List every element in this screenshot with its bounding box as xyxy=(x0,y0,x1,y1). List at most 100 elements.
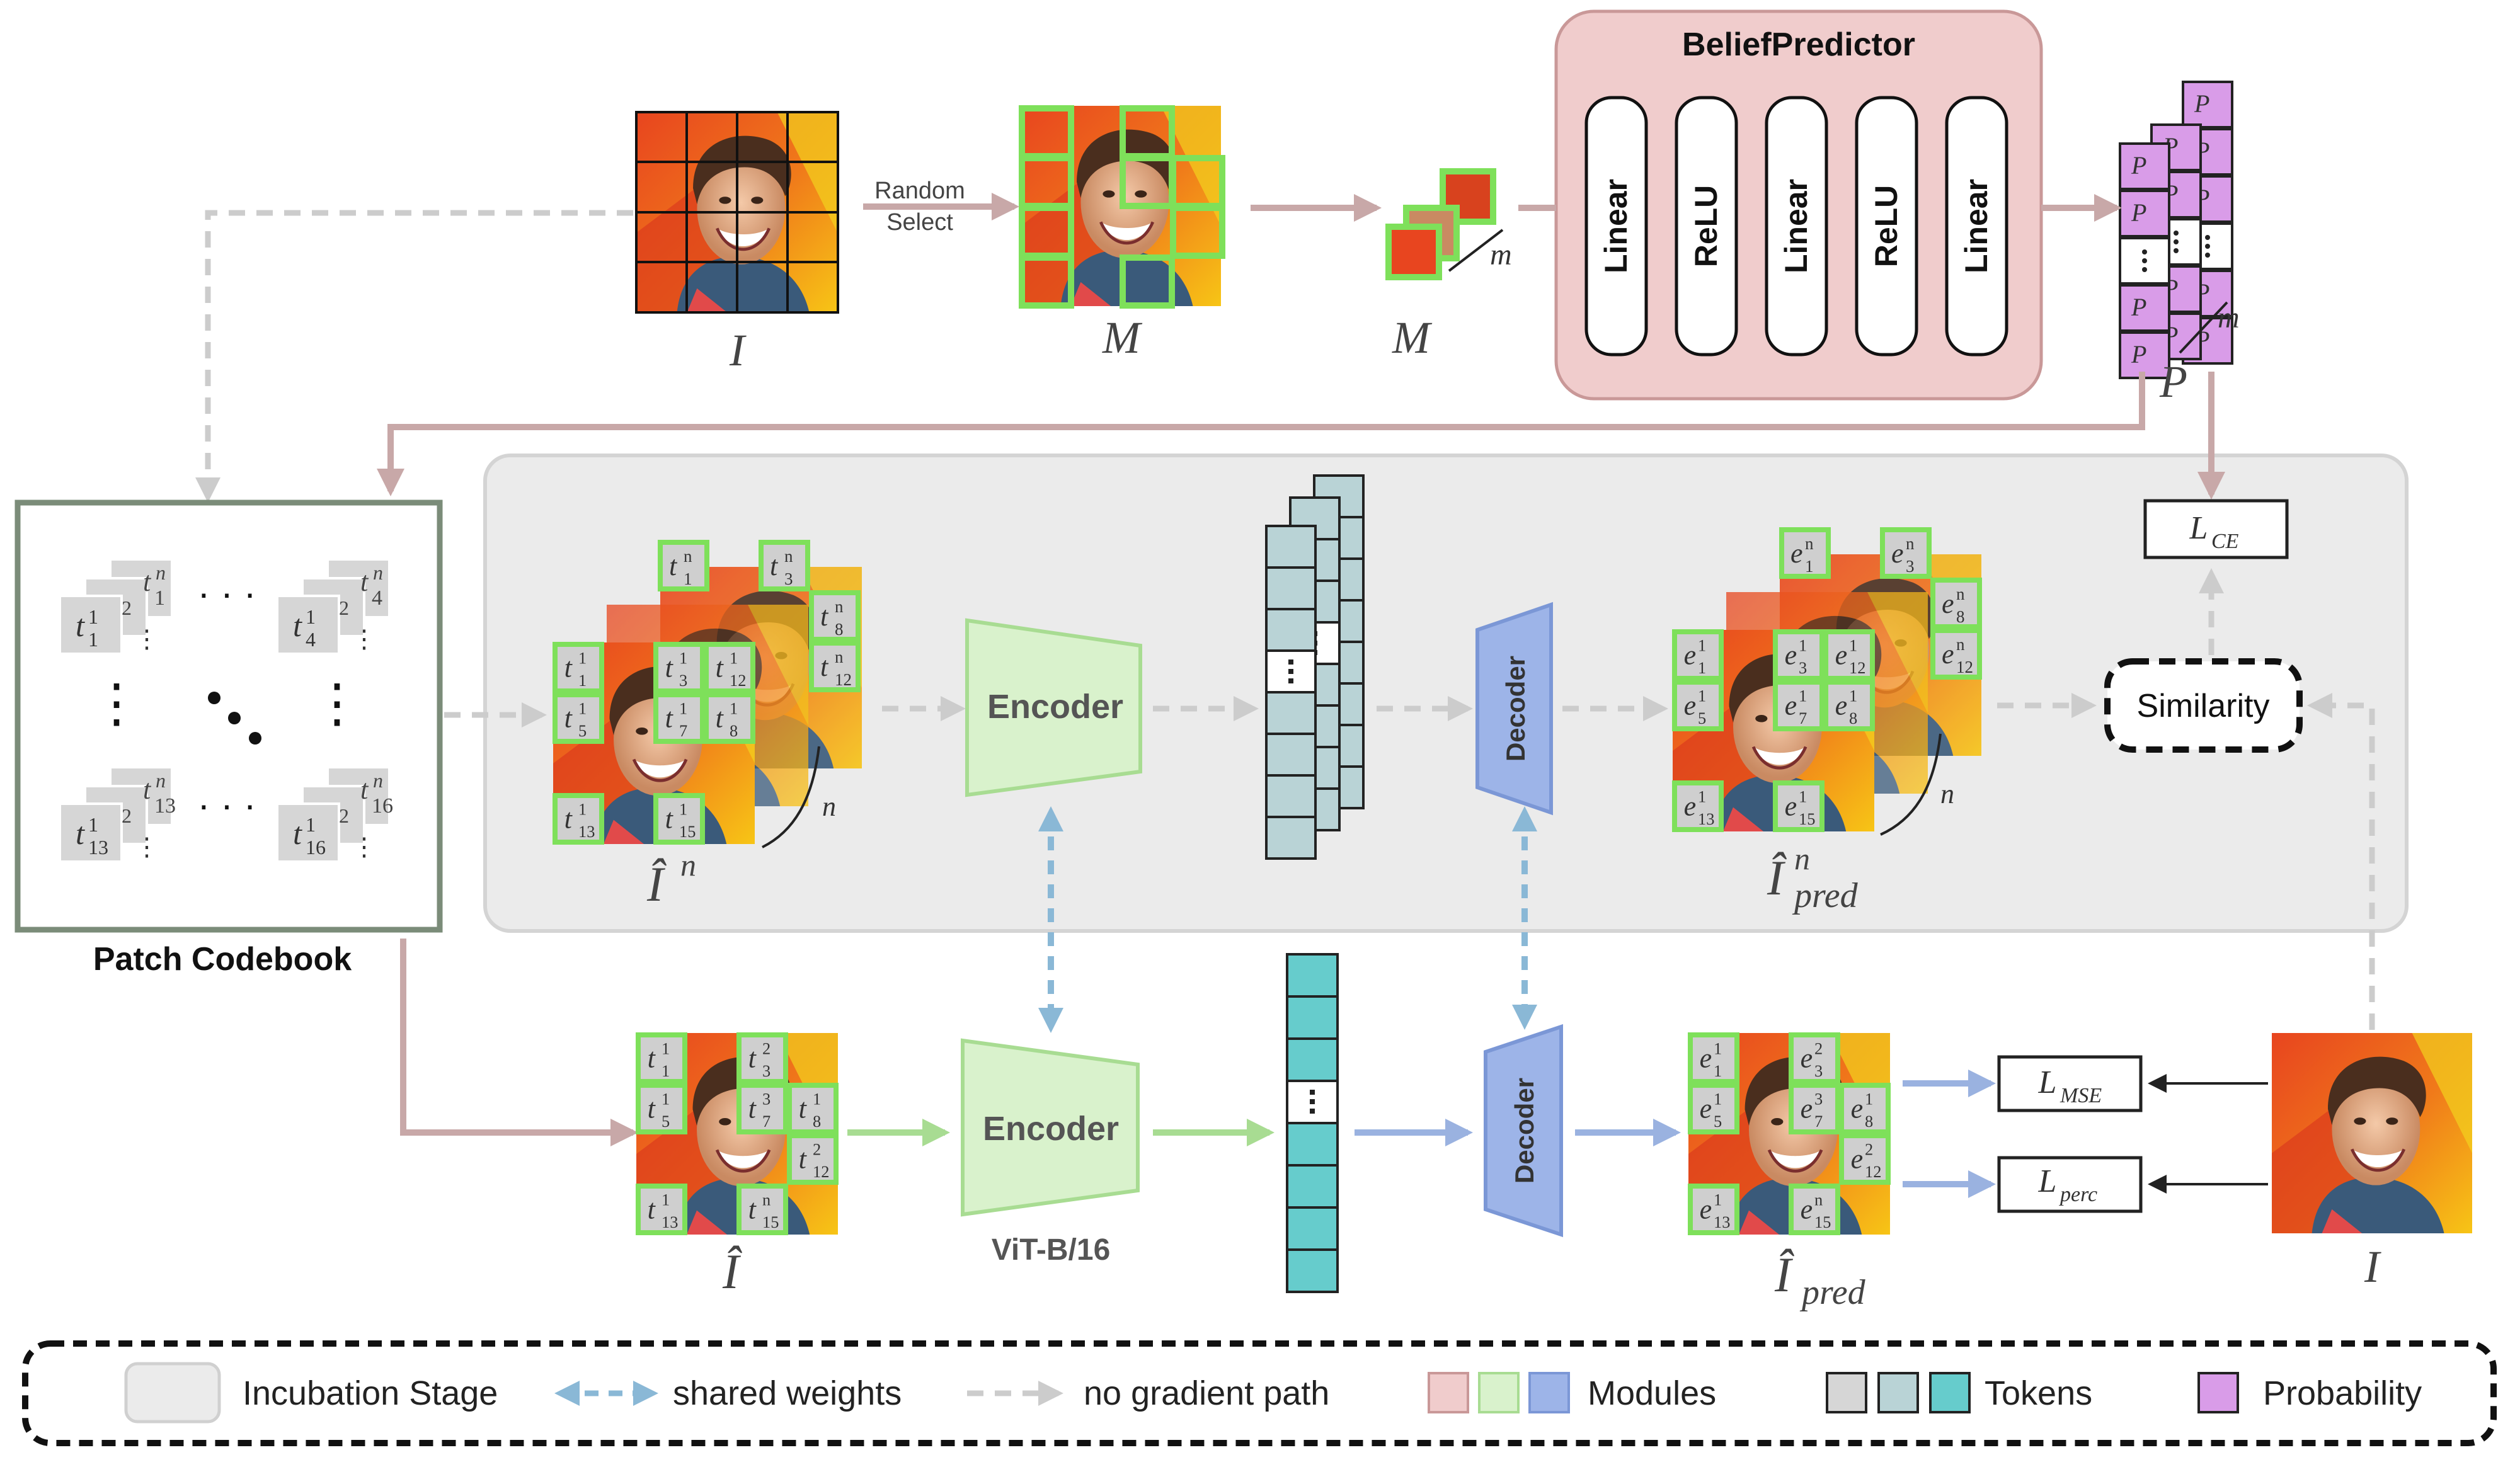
random-select-line1: Random xyxy=(874,178,965,204)
svg-text:5: 5 xyxy=(1698,709,1706,728)
teal-token-0 xyxy=(1286,953,1339,998)
encoder-main: Encoder xyxy=(961,1038,1140,1217)
svg-text:e: e xyxy=(1700,1194,1712,1224)
svg-text:e: e xyxy=(1801,1194,1813,1224)
label-Ihat: Î xyxy=(722,1244,742,1299)
prob-token-2-1 xyxy=(2119,190,2170,237)
svg-text:1: 1 xyxy=(1799,636,1807,655)
svg-text:7: 7 xyxy=(762,1112,771,1131)
m-patch-6 xyxy=(1170,205,1225,259)
svg-text:3: 3 xyxy=(762,1090,771,1109)
svg-text:t: t xyxy=(648,1194,656,1224)
svg-text:3: 3 xyxy=(679,671,687,690)
svg-text:1: 1 xyxy=(306,813,316,836)
svg-text:e: e xyxy=(1790,538,1803,569)
svg-text:t: t xyxy=(716,702,725,733)
svg-text:5: 5 xyxy=(662,1112,670,1131)
nograd-I-to-similarity xyxy=(2307,693,2375,1030)
svg-text:n: n xyxy=(1956,635,1965,654)
target-image-I xyxy=(2272,1033,2472,1233)
svg-text:1: 1 xyxy=(1698,636,1706,655)
svg-text:3: 3 xyxy=(784,569,793,588)
bp-layer-4: Linear xyxy=(1945,96,2008,357)
svg-text:t: t xyxy=(293,608,302,643)
svg-text:1: 1 xyxy=(578,800,587,819)
svg-text:1: 1 xyxy=(578,671,587,690)
svg-text:12: 12 xyxy=(835,670,852,689)
bp-layer-2: Linear xyxy=(1765,96,1828,357)
slate-token-2-2 xyxy=(1265,608,1317,652)
svg-text:e: e xyxy=(1891,538,1904,569)
svg-text:1: 1 xyxy=(730,649,738,668)
label-pred-n-sup: n xyxy=(1794,841,1810,876)
svg-text:1: 1 xyxy=(1849,687,1857,705)
svg-text:e: e xyxy=(1684,690,1697,721)
svg-text:Linear: Linear xyxy=(1779,179,1814,273)
label-M-2: M xyxy=(1392,312,1433,363)
svg-text:12: 12 xyxy=(813,1162,829,1181)
svg-text:t: t xyxy=(770,551,779,581)
svg-text:CE: CE xyxy=(2211,530,2239,553)
svg-text:t: t xyxy=(360,774,369,805)
svg-text:t: t xyxy=(820,651,829,682)
svg-text:e: e xyxy=(1835,639,1848,670)
svg-text:1: 1 xyxy=(662,1039,670,1058)
svg-text:t: t xyxy=(564,803,573,834)
legend-token-gray xyxy=(1826,1372,1867,1413)
legend-shared: shared weights xyxy=(673,1374,902,1412)
svg-text:15: 15 xyxy=(1799,809,1815,828)
n-brace-In xyxy=(762,746,820,848)
legend: Incubation Stage shared weights no gradi… xyxy=(22,1340,2497,1446)
svg-text:1: 1 xyxy=(730,699,738,718)
slate-token-2-6 xyxy=(1265,774,1317,818)
svg-text:MSE: MSE xyxy=(2060,1084,2102,1107)
legend-incubation-swatch xyxy=(124,1362,221,1424)
legend-module-green xyxy=(1478,1372,1520,1413)
svg-text:1: 1 xyxy=(578,699,587,718)
svg-text:n: n xyxy=(835,597,844,616)
codebook-diag-dot-2 xyxy=(249,732,261,745)
svg-text:t: t xyxy=(143,774,152,805)
svg-text:1: 1 xyxy=(813,1090,821,1109)
legend-token-teal xyxy=(1929,1372,1971,1413)
legend-probability: Probability xyxy=(2263,1374,2422,1412)
arrow-codebook-to-Ihat xyxy=(400,939,638,1146)
svg-text:t: t xyxy=(748,1093,757,1124)
svg-text:e: e xyxy=(1684,791,1697,821)
svg-text:8: 8 xyxy=(1849,709,1857,728)
svg-text:n: n xyxy=(373,561,383,584)
teal-token-2 xyxy=(1286,1037,1339,1082)
slate-token-2-1 xyxy=(1265,566,1317,610)
svg-text:8: 8 xyxy=(1956,607,1965,626)
svg-text:t: t xyxy=(360,566,369,597)
svg-text:Decoder: Decoder xyxy=(1510,1078,1539,1184)
svg-text:1: 1 xyxy=(1849,636,1857,655)
svg-text:4: 4 xyxy=(372,586,382,610)
svg-text:1: 1 xyxy=(154,586,165,610)
svg-text:e: e xyxy=(1851,1093,1864,1124)
svg-text:n: n xyxy=(835,648,844,666)
masked-image-M xyxy=(1019,105,1225,309)
slate-token-2-7 xyxy=(1265,816,1317,860)
teal-token-1 xyxy=(1286,995,1339,1040)
prob-token-2-3 xyxy=(2119,284,2170,332)
svg-text:e: e xyxy=(1700,1042,1712,1073)
svg-text:t: t xyxy=(799,1093,808,1124)
n-mark-pred: n xyxy=(1940,779,1954,809)
svg-text:t: t xyxy=(564,702,573,733)
token-column-main xyxy=(1286,953,1339,1293)
